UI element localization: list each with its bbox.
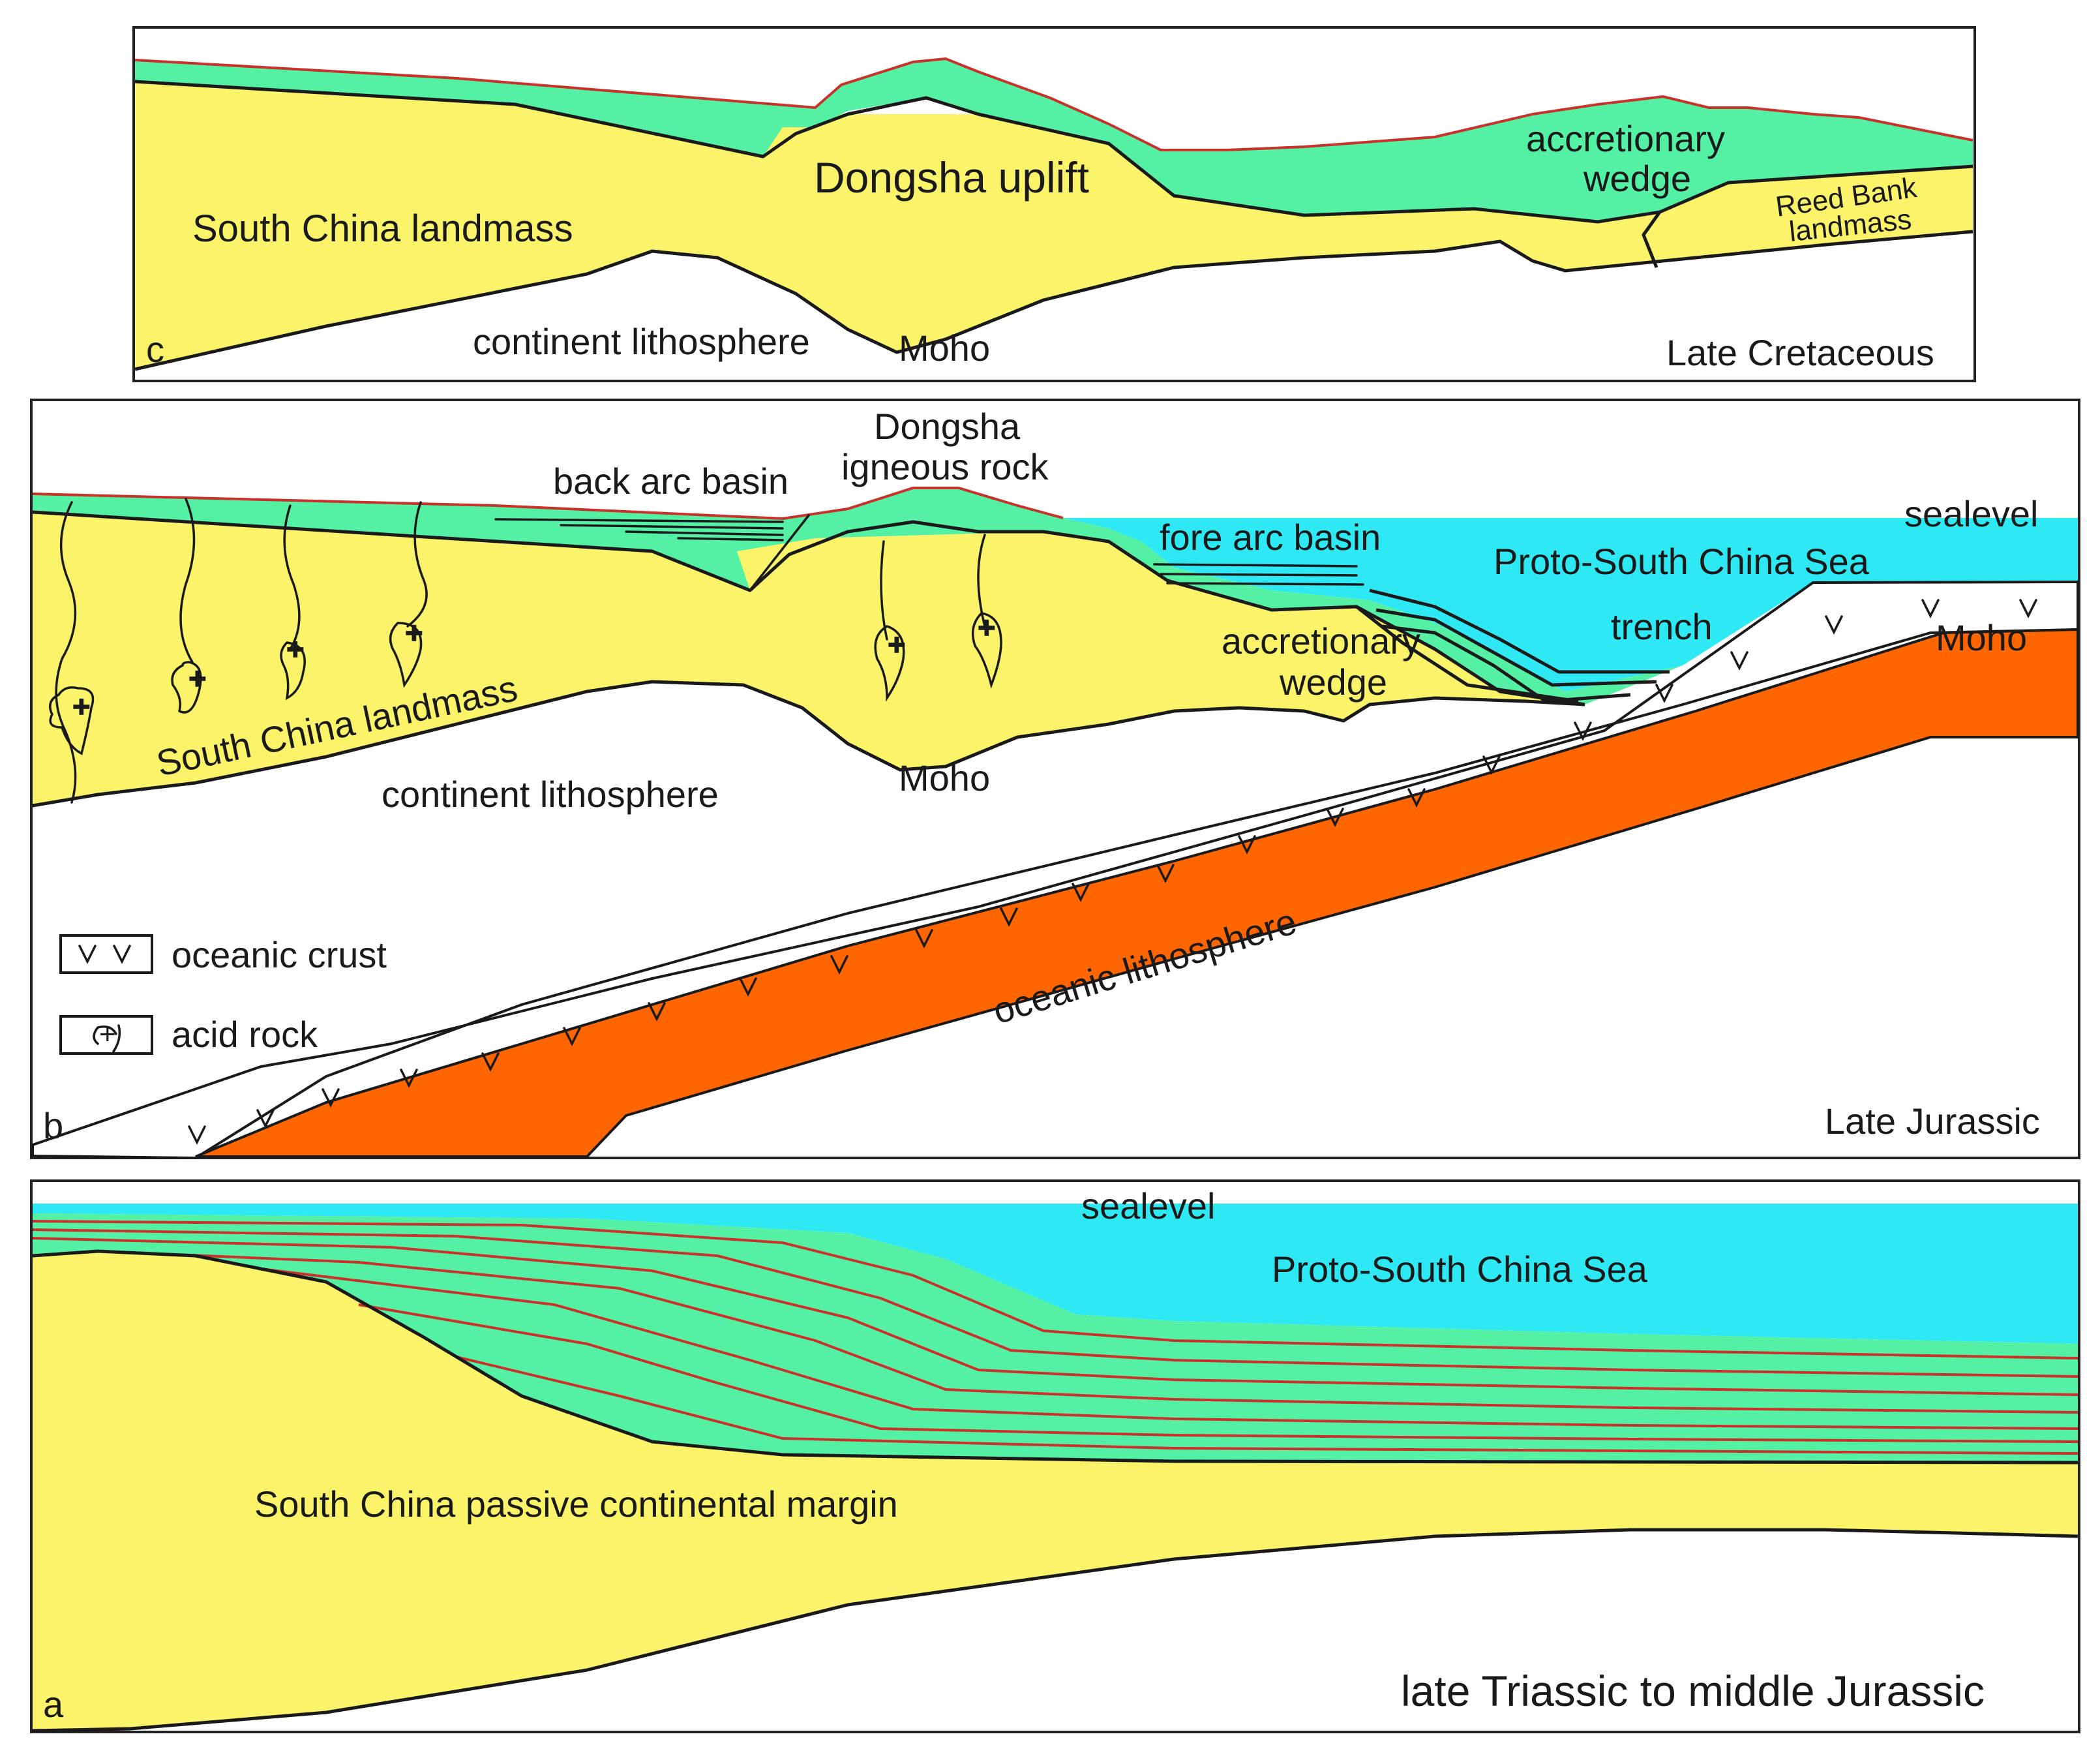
panel-b-label-proto-sea: Proto-South China Sea (1493, 541, 1870, 582)
panel-b-sediment-base (32, 510, 1585, 706)
panel-b: + + + + + + Dongsha igneous rock back ar… (30, 399, 2080, 1160)
panel-a-label-sealevel: sealevel (1081, 1185, 1215, 1226)
panel-c-label-moho: Moho (899, 327, 990, 369)
panel-c-fault (1642, 211, 1662, 268)
svg-text:+: + (978, 612, 995, 644)
acid-rock-icon (59, 1015, 153, 1055)
panel-c: Dongsha uplift South China landmass accr… (132, 26, 1976, 382)
panel-a-sediment-base (32, 1249, 2078, 1465)
panel-c-label-landmass: South China landmass (192, 207, 573, 250)
svg-text:+: + (888, 629, 905, 661)
legend-label-acid-rock: acid rock (172, 1014, 318, 1055)
panel-c-landmass (135, 82, 1973, 369)
panel-b-label-igneous-rock: igneous rock (841, 446, 1049, 487)
panel-b-backarc-strata (494, 518, 784, 541)
panel-b-v-symbols (188, 599, 2037, 1145)
panel-c-label-lithosphere: continent lithosphere (473, 321, 810, 362)
legend-label-oceanic-crust: oceanic crust (172, 934, 387, 975)
panel-c-label-wedge: wedge (1583, 158, 1691, 199)
panel-b-legend: oceanic crust + acid rock (59, 934, 387, 1055)
v-symbol-icon (59, 934, 153, 974)
panel-c-period: Late Cretaceous (1666, 332, 1934, 373)
panel-b-label-back-arc: back arc basin (553, 461, 788, 502)
panel-b-label-wedge: wedge (1279, 661, 1387, 703)
panel-a-margin (33, 1251, 2078, 1731)
panel-b-label-trench: trench (1611, 606, 1713, 647)
svg-text:+: + (287, 633, 304, 665)
panel-c-moho-line (134, 230, 1973, 371)
panel-b-oceanic-lithosphere (195, 628, 2079, 1158)
panel-a-label-passive-margin: South China passive continental margin (254, 1483, 898, 1525)
panel-a-sediment (33, 1213, 2078, 1463)
panel-b-backarc-pointer (749, 514, 810, 592)
panel-b-moho-line (32, 680, 1585, 808)
panel-c-letter: c (146, 329, 164, 370)
panel-a-letter: a (43, 1684, 64, 1725)
panel-c-label-accretionary: accretionary (1526, 118, 1725, 159)
panel-a-strata (32, 1220, 2078, 1455)
panel-b-label-accretionary: accretionary (1222, 620, 1420, 661)
svg-text:+: + (73, 691, 90, 723)
panel-c-sediment-base (134, 80, 1973, 224)
panel-c-surface (134, 57, 1973, 151)
panel-c-label-dongsha-uplift: Dongsha uplift (814, 153, 1089, 202)
panel-b-acid-rock-bodies: + + + + + + (48, 498, 1002, 804)
panel-b-label-lithosphere: continent lithosphere (382, 774, 719, 815)
panel-b-label-fore-arc: fore arc basin (1160, 517, 1381, 558)
panel-b-label-moho: Moho (899, 757, 990, 798)
panel-a: sealevel Proto-South China Sea South Chi… (30, 1179, 2080, 1733)
panel-b-letter: b (43, 1105, 63, 1146)
panel-b-label-moho-right: Moho (1936, 617, 2027, 658)
panel-a-period: late Triassic to middle Jurassic (1401, 1667, 1985, 1715)
panel-a-basement-line (32, 1528, 2078, 1733)
svg-text:+: + (99, 1018, 116, 1050)
panel-b-label-dongsha: Dongsha (874, 406, 1021, 447)
panel-b-surface (32, 487, 1064, 521)
panel-a-sea (33, 1204, 2078, 1344)
panel-b-trench-strata (1355, 588, 1670, 703)
svg-text:+: + (189, 663, 206, 695)
panel-a-label-proto-sea: Proto-South China Sea (1272, 1249, 1648, 1290)
panel-b-label-sealevel: sealevel (1904, 493, 2038, 534)
panel-b-sea (1063, 518, 2078, 691)
panel-b-period: Late Jurassic (1825, 1101, 2040, 1142)
svg-text:+: + (406, 617, 423, 649)
panel-b-forearc-strata (1153, 563, 1364, 586)
panel-c-sediment (135, 59, 1973, 222)
